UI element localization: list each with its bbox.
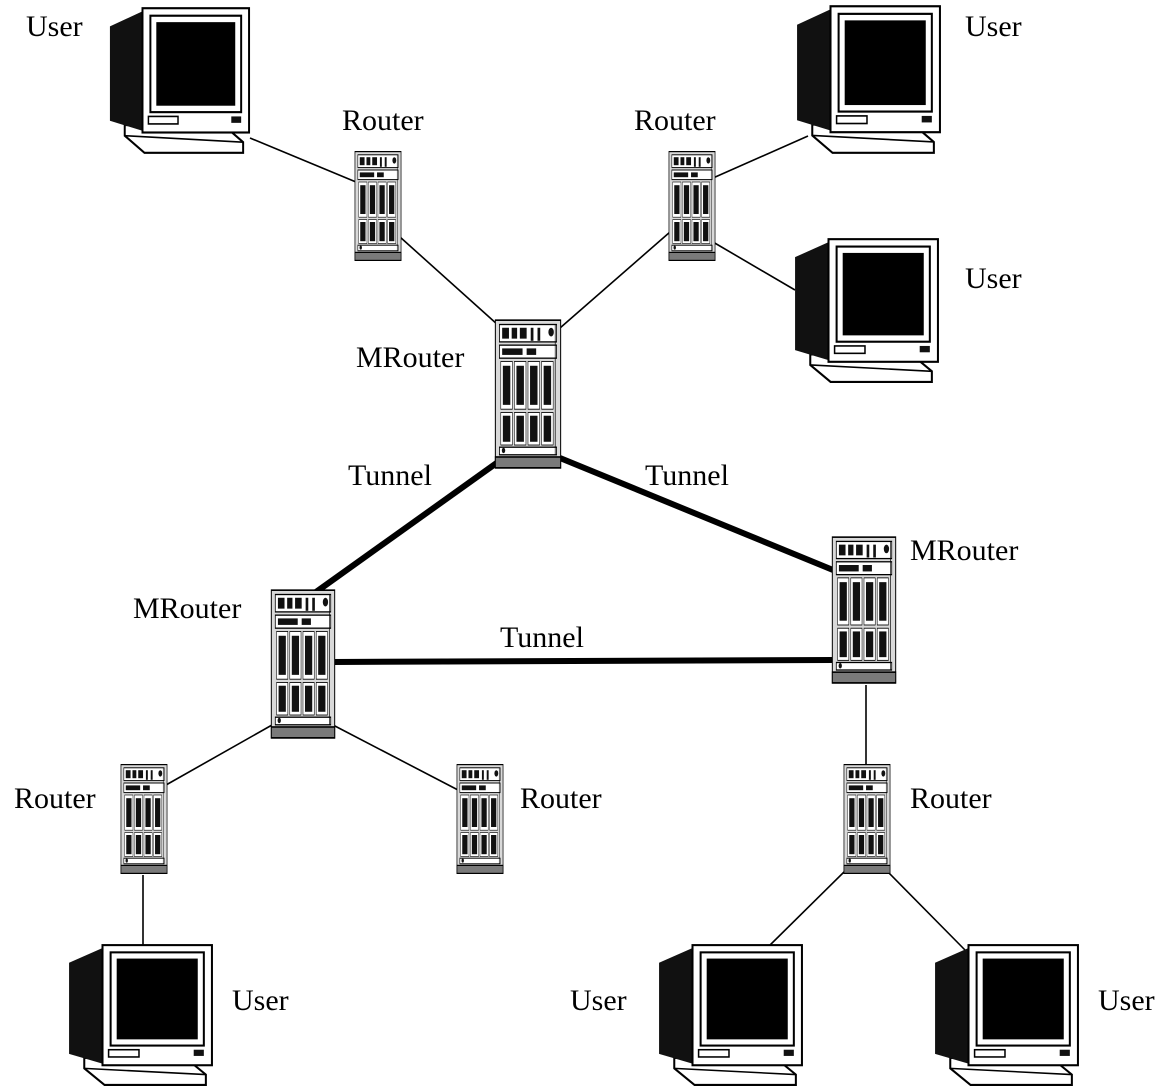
router-icon xyxy=(354,151,402,261)
router-icon xyxy=(843,763,891,875)
labels: User Router Router User User MRouter Tun… xyxy=(14,10,1155,1017)
label-mrouter-right: MRouter xyxy=(910,534,1018,567)
user-monitor-top-left-icon xyxy=(108,7,251,154)
user-monitor-bottom-middle-icon xyxy=(658,944,803,1086)
label-tunnel-top-right: Tunnel xyxy=(645,459,729,492)
label-tunnel-top-left: Tunnel xyxy=(348,459,432,492)
label-tunnel-bottom: Tunnel xyxy=(500,621,584,654)
label-router-bottom-right: Router xyxy=(910,782,992,815)
router-icon xyxy=(456,763,504,875)
label-router-bottom-left: Router xyxy=(14,782,96,815)
label-user-top-left: User xyxy=(26,10,83,43)
link-router-tr-user-right xyxy=(712,241,796,291)
tunnel-top-left xyxy=(314,459,500,595)
label-user-bottom-middle: User xyxy=(570,984,627,1017)
user-monitor-bottom-left-icon xyxy=(68,944,213,1086)
label-user-bottom-right: User xyxy=(1098,984,1155,1017)
mrouter-icon xyxy=(494,319,562,469)
router-top-right xyxy=(668,151,716,261)
router-bottom-middle xyxy=(456,763,504,875)
label-user-top-right: User xyxy=(965,10,1022,43)
label-user-right: User xyxy=(965,262,1022,295)
link-mrouter-left-router-bl xyxy=(165,724,273,786)
label-router-top-right: Router xyxy=(634,104,716,137)
link-user-tl-router-tl xyxy=(249,137,357,183)
mrouter-icon xyxy=(270,589,336,739)
network-links xyxy=(142,135,966,951)
mrouter-left xyxy=(270,589,336,739)
router-bottom-left xyxy=(120,763,168,875)
user-monitor-right-icon xyxy=(794,238,940,383)
mrouter-top xyxy=(494,319,562,469)
link-router-tr-user-tr xyxy=(712,135,809,179)
router-top-left xyxy=(354,151,402,261)
router-icon xyxy=(120,763,168,875)
tunnel-left-right xyxy=(332,657,834,665)
link-router-br-user-br xyxy=(885,869,966,951)
user-monitor-top-right-icon xyxy=(795,5,942,154)
label-router-top-left: Router xyxy=(342,104,424,137)
label-mrouter-left: MRouter xyxy=(133,592,241,625)
label-mrouter-top: MRouter xyxy=(356,341,464,374)
link-mrouter-left-router-bm xyxy=(332,724,459,791)
label-router-bottom-middle: Router xyxy=(520,782,602,815)
link-router-tl-mrouter-top xyxy=(399,236,499,326)
link-router-tr-mrouter-top xyxy=(559,231,671,329)
mrouter-icon xyxy=(831,536,897,684)
router-icon xyxy=(668,151,716,261)
user-monitor-bottom-right-icon xyxy=(934,944,1079,1086)
tunnel-top-right xyxy=(558,455,835,573)
link-router-br-user-bm xyxy=(764,869,847,951)
router-bottom-right xyxy=(843,763,891,875)
mrouter-right xyxy=(831,536,897,684)
label-user-bottom-left: User xyxy=(232,984,289,1017)
